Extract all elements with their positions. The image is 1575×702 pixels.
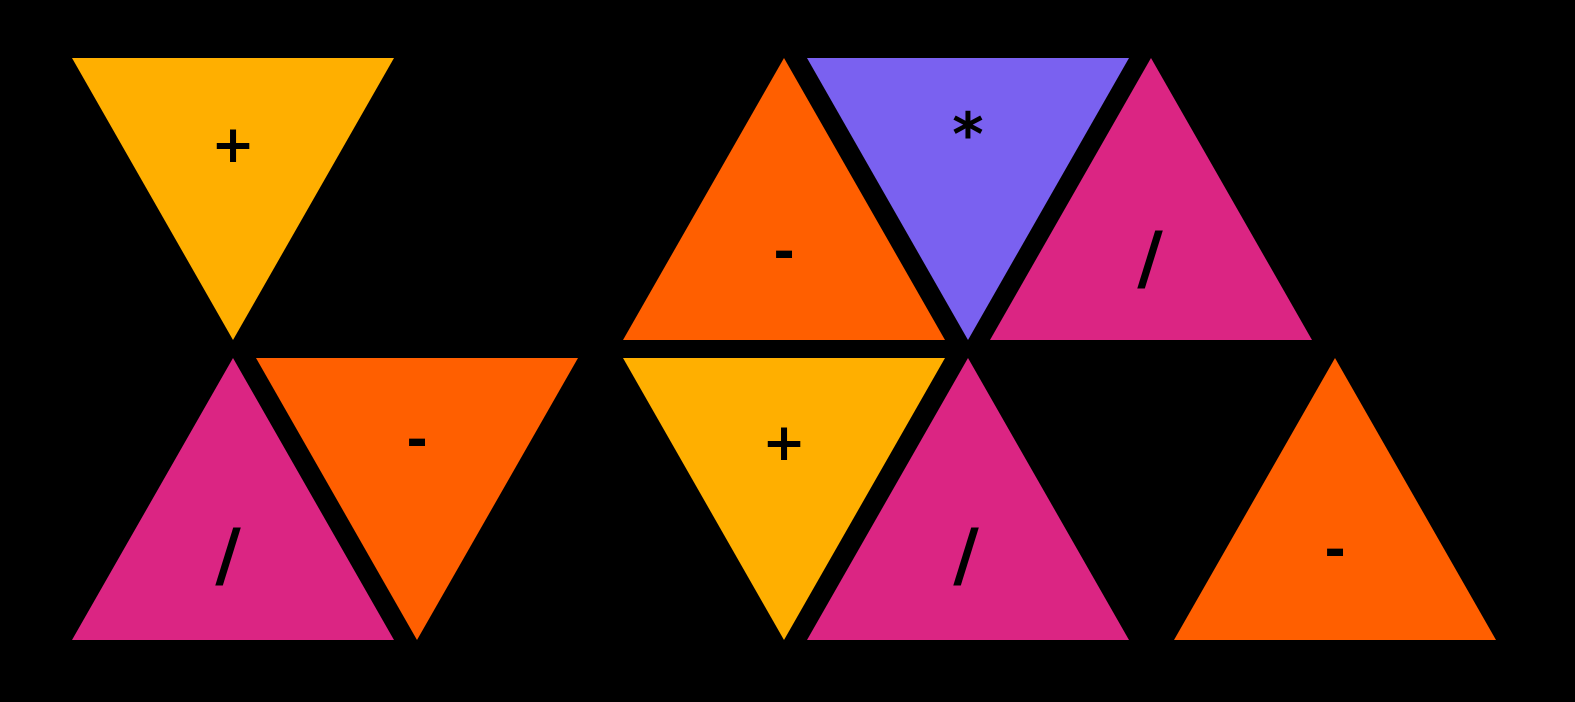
tile-symbol: - (773, 222, 795, 282)
tile-symbol: / (215, 514, 241, 596)
tile-8[interactable]: / (807, 358, 1129, 640)
triangle-up-shape (1174, 358, 1496, 640)
tile-4[interactable]: - (623, 58, 945, 340)
tile-3[interactable]: - (256, 358, 578, 640)
tile-1[interactable]: + (72, 58, 394, 340)
tile-symbol: / (1137, 217, 1163, 299)
triangle-down-shape (72, 58, 394, 340)
triangle-up-shape (990, 58, 1312, 340)
tile-symbol: - (406, 410, 428, 470)
tile-symbol: + (211, 115, 255, 175)
tile-symbol: - (1324, 520, 1346, 580)
triangle-up-shape (72, 358, 394, 640)
tile-symbol: / (953, 514, 979, 596)
tile-9[interactable]: - (1174, 358, 1496, 640)
tile-7[interactable]: + (623, 358, 945, 640)
tile-symbol: * (952, 100, 983, 170)
triangle-up-shape (623, 58, 945, 340)
tile-symbol: + (762, 413, 806, 473)
tile-5[interactable]: * (807, 58, 1129, 340)
tile-6[interactable]: / (990, 58, 1312, 340)
triangle-up-shape (807, 358, 1129, 640)
tile-2[interactable]: / (72, 358, 394, 640)
triangle-down-shape (623, 358, 945, 640)
triangle-down-shape (807, 58, 1129, 340)
triangle-down-shape (256, 358, 578, 640)
